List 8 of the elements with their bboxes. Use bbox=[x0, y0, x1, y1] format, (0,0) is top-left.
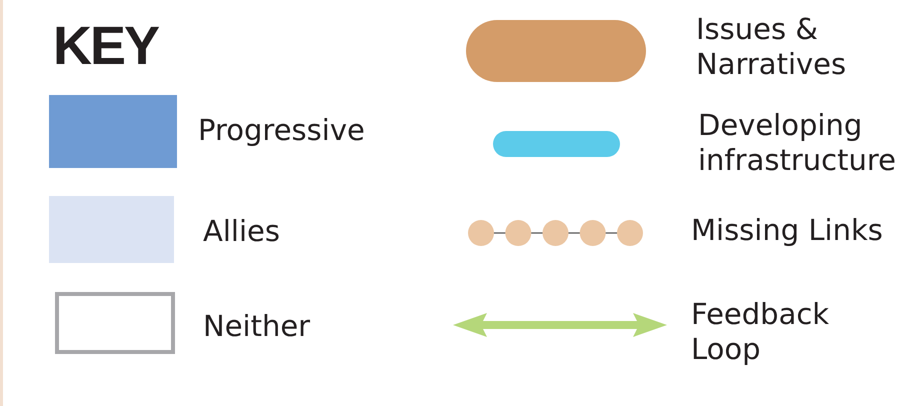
legend-label: Issues & Narratives bbox=[696, 12, 848, 82]
legend-label: Neither bbox=[203, 309, 312, 344]
legend-title: KEY bbox=[53, 16, 158, 76]
legend-label: Missing Links bbox=[691, 213, 884, 248]
legend-label: Progressive bbox=[198, 113, 366, 148]
legend-label: Feedback Loop bbox=[691, 297, 830, 367]
legend-label: Developing infrastructure bbox=[698, 108, 897, 178]
legend-label: Allies bbox=[203, 214, 281, 249]
